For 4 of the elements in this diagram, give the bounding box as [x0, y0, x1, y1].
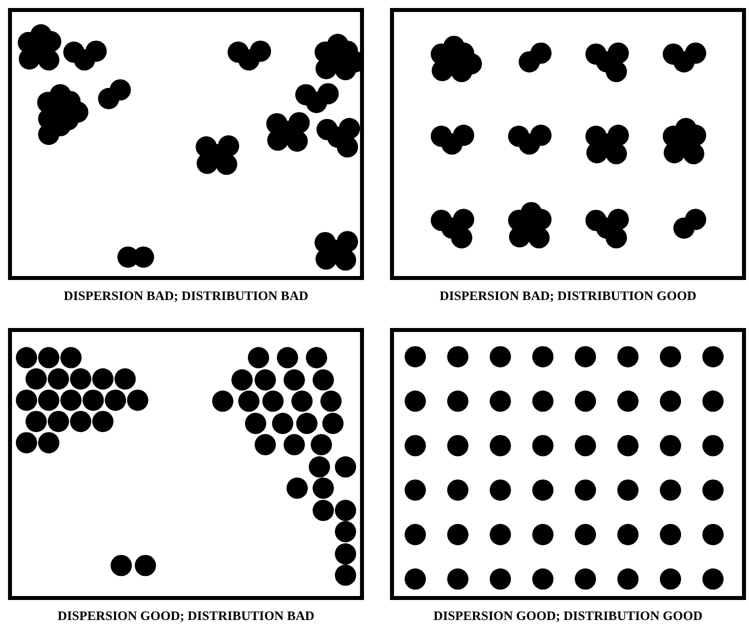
panel-caption: DISPERSION BAD; DISTRIBUTION BAD	[64, 287, 308, 305]
panel-caption: DISPERSION GOOD; DISTRIBUTION GOOD	[433, 607, 703, 625]
panel-caption: DISPERSION BAD; DISTRIBUTION GOOD	[440, 287, 696, 305]
panel-caption: DISPERSION GOOD; DISTRIBUTION BAD	[58, 607, 314, 625]
